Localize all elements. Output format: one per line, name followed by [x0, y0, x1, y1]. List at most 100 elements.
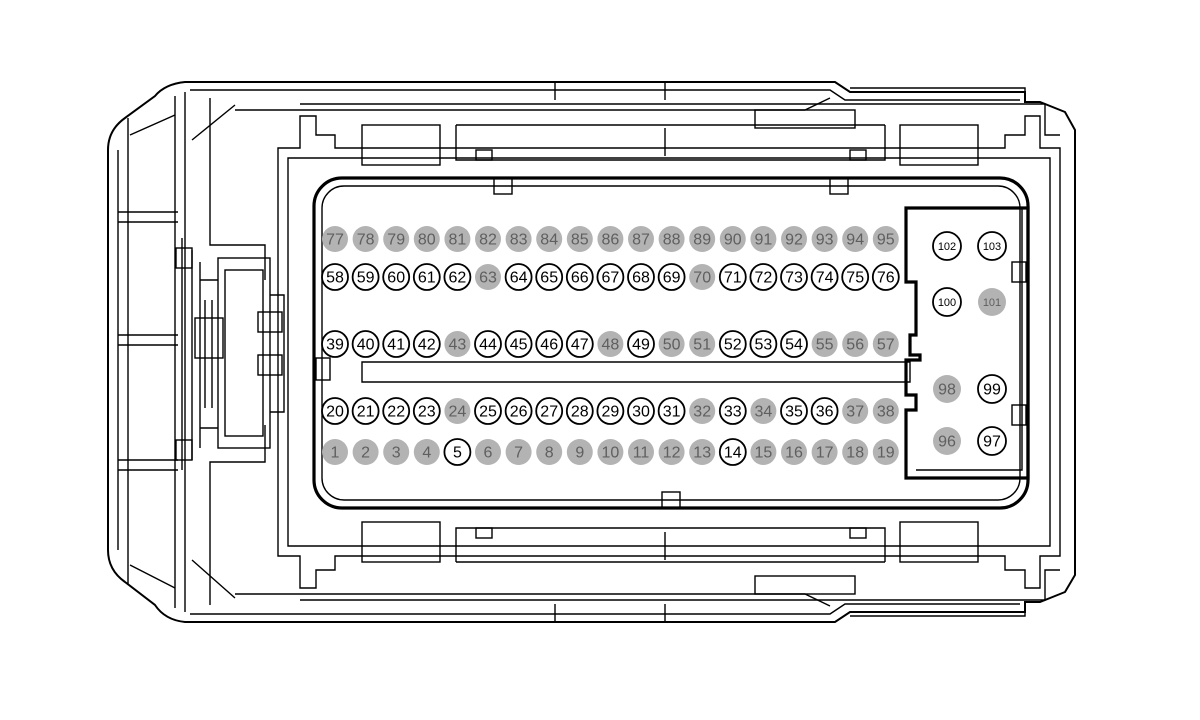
pin-2: 2 [352, 439, 379, 465]
pin-label: 64 [510, 270, 528, 287]
pin-79: 79 [383, 226, 410, 252]
pin-circle [383, 439, 410, 465]
pin-circle [475, 226, 501, 252]
connector-housing [107, 81, 1076, 623]
pin-75: 75 [841, 263, 870, 291]
pin-label: 9 [575, 445, 584, 462]
pin-circle [322, 226, 348, 252]
pin-circle [505, 226, 532, 252]
pin-label: 66 [571, 270, 589, 287]
pin-label: 24 [449, 404, 467, 421]
pin-label: 89 [693, 232, 711, 249]
pin-label: 75 [846, 270, 864, 287]
pin-4: 4 [413, 439, 440, 465]
pin-label: 41 [387, 337, 405, 354]
pin-circle [780, 330, 808, 358]
pin-30: 30 [627, 397, 655, 425]
pin-65: 65 [535, 263, 564, 291]
pin-34: 34 [750, 398, 777, 424]
pin-11: 11 [628, 439, 654, 465]
pin-circle [596, 397, 625, 425]
pin-label: 63 [479, 270, 497, 287]
pin-circle [536, 226, 563, 252]
pin-27: 27 [535, 397, 564, 425]
pin-circle [811, 331, 838, 357]
pin-circle [535, 397, 564, 425]
pin-circle [780, 397, 808, 425]
pin-label: 21 [357, 404, 375, 421]
row-96-97: 96 97 [933, 426, 1007, 456]
pin-33: 33 [718, 397, 747, 425]
pin-circle [657, 263, 686, 291]
pin-label: 13 [693, 445, 711, 462]
pin-circle [750, 439, 777, 465]
pin-17: 17 [811, 439, 838, 465]
pin-circle [475, 439, 501, 465]
pin-label: 52 [724, 337, 742, 354]
pin-circle [657, 397, 686, 425]
pin-circle [658, 331, 685, 357]
pin-32: 32 [689, 398, 716, 424]
pin-circle [444, 398, 471, 424]
pin-circle [978, 288, 1006, 316]
pin-label: 103 [983, 241, 1001, 253]
pin-circle [413, 226, 440, 252]
pin-label: 100 [938, 297, 956, 309]
pin-circle [627, 330, 655, 358]
pin-96: 96 [933, 427, 961, 455]
pin-97: 97 [977, 426, 1007, 456]
pin-circle [872, 398, 899, 424]
pin-label: 74 [816, 270, 834, 287]
pin-label: 80 [418, 232, 436, 249]
pin-circle [351, 263, 380, 291]
pin-91: 91 [750, 226, 777, 252]
pin-label: 10 [602, 445, 620, 462]
pin-74: 74 [810, 263, 839, 291]
pin-circle [810, 397, 839, 425]
pin-label: 97 [983, 434, 1001, 451]
pin-label: 35 [785, 404, 803, 421]
pin-circle [781, 439, 807, 465]
pin-label: 57 [877, 337, 895, 354]
pin-circle [596, 263, 625, 291]
pin-circle [443, 263, 472, 291]
pin-label: 40 [357, 337, 375, 354]
pin-label: 28 [571, 404, 589, 421]
pin-7: 7 [505, 439, 532, 465]
pin-label: 81 [449, 232, 467, 249]
pin-circle [689, 226, 716, 252]
pin-label: 16 [785, 445, 803, 462]
pin-47: 47 [565, 330, 594, 358]
pin-10: 10 [597, 439, 624, 465]
pin-23: 23 [412, 397, 441, 425]
pin-label: 7 [514, 445, 523, 462]
pin-100: 100 [932, 287, 962, 317]
pin-label: 92 [785, 232, 803, 249]
pin-19: 19 [872, 439, 899, 465]
pin-circle [689, 264, 716, 290]
pin-label: 85 [571, 232, 589, 249]
pin-circle [627, 397, 655, 425]
pin-28: 28 [565, 397, 594, 425]
pin-label: 69 [663, 270, 681, 287]
pin-18: 18 [842, 439, 869, 465]
pin-circle [750, 398, 777, 424]
pin-1: 1 [322, 439, 348, 465]
pin-label: 19 [877, 445, 895, 462]
pin-50: 50 [658, 331, 685, 357]
pin-43: 43 [444, 331, 471, 357]
pin-label: 60 [387, 270, 405, 287]
pin-circle [749, 330, 778, 358]
pin-64: 64 [504, 263, 533, 291]
pin-label: 23 [418, 404, 436, 421]
pin-25: 25 [474, 397, 502, 425]
pin-67: 67 [596, 263, 625, 291]
pin-label: 37 [846, 404, 864, 421]
pin-label: 15 [755, 445, 773, 462]
pin-label: 14 [724, 445, 742, 462]
pin-label: 44 [479, 337, 497, 354]
pin-9: 9 [566, 439, 593, 465]
pin-label: 18 [846, 445, 864, 462]
